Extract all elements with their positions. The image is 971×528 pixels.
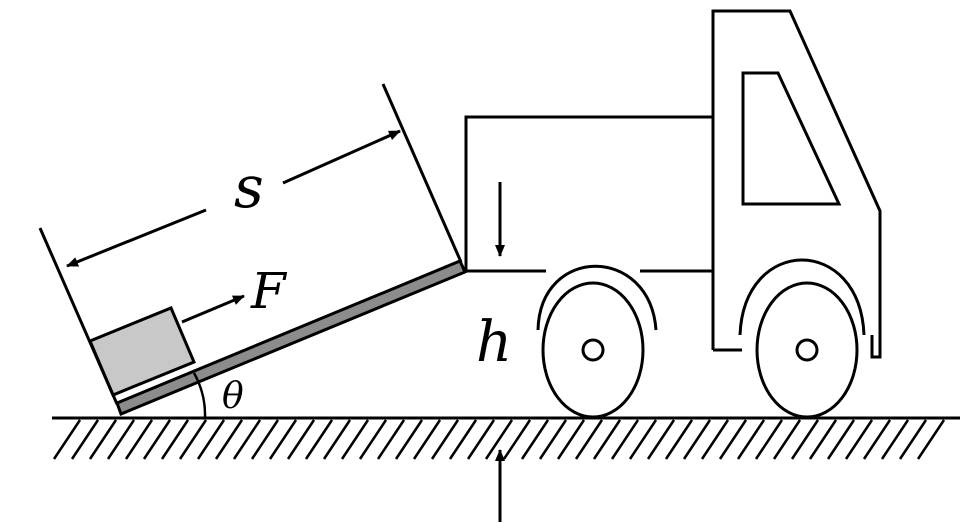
hatch-mark	[106, 419, 136, 460]
hatch-mark	[520, 419, 550, 460]
hatch-mark	[340, 419, 370, 460]
rear-fender	[738, 258, 866, 336]
hatch-mark	[628, 419, 658, 460]
distance-arrow-left	[66, 208, 207, 268]
ramp-plank	[115, 259, 468, 416]
front-fender	[536, 264, 658, 331]
hatch-mark	[592, 419, 622, 460]
hatch-mark	[286, 419, 316, 460]
ground	[52, 416, 960, 460]
hatch-mark	[178, 419, 208, 460]
distance-arrow-right	[282, 129, 401, 185]
hatch-mark	[430, 419, 460, 460]
hatch-mark	[538, 419, 568, 460]
rear-hub	[795, 338, 819, 362]
hatch-mark	[700, 419, 730, 460]
hatch-mark	[664, 419, 694, 460]
hatch-mark	[682, 419, 712, 460]
hatch-mark	[718, 419, 748, 460]
cab-window	[741, 71, 842, 206]
hatch-mark	[412, 419, 442, 460]
hatch-mark	[52, 419, 82, 460]
front-wheel	[541, 281, 645, 419]
ramp	[115, 259, 468, 416]
hatch-mark	[502, 419, 532, 460]
hatch-mark	[142, 419, 172, 460]
truck	[464, 9, 882, 419]
hatch-mark	[736, 419, 766, 460]
angle-label: θ	[222, 376, 244, 417]
distance-label: s	[234, 153, 264, 221]
height-dimension: h	[476, 182, 512, 522]
height-label: h	[476, 310, 512, 375]
hatch-mark	[124, 419, 154, 460]
hatch-mark	[772, 419, 802, 460]
front-hub	[581, 338, 605, 362]
hatch-mark	[610, 419, 640, 460]
force-arrow	[181, 294, 245, 324]
hatch-mark	[862, 419, 892, 460]
hatch-mark	[556, 419, 586, 460]
hatch-mark	[358, 419, 388, 460]
hatch-mark	[826, 419, 856, 460]
hatch-mark	[484, 419, 514, 460]
truck-cab	[711, 9, 882, 359]
hatch-mark	[214, 419, 244, 460]
hatch-mark	[790, 419, 820, 460]
hatch-mark	[844, 419, 874, 460]
angle-arc	[192, 372, 207, 419]
hatch-mark	[160, 419, 190, 460]
hatch-mark	[196, 419, 226, 460]
hatch-mark	[304, 419, 334, 460]
hatch-mark	[88, 419, 118, 460]
extension-line-left	[38, 227, 119, 405]
hatch-mark	[574, 419, 604, 460]
hatch-mark	[466, 419, 496, 460]
hatch-mark	[250, 419, 280, 460]
hatch-mark	[916, 419, 946, 460]
extension-line-right	[381, 83, 463, 263]
hatch-mark	[754, 419, 784, 460]
hatch-mark	[70, 419, 100, 460]
hatch-mark	[232, 419, 262, 460]
hatch-mark	[880, 419, 910, 460]
ground-hatching	[52, 419, 946, 460]
hatch-mark	[394, 419, 424, 460]
distance-dimension: s	[38, 83, 463, 405]
hatch-mark	[322, 419, 352, 460]
hatch-mark	[646, 419, 676, 460]
rear-wheel	[755, 281, 859, 419]
truck-bed	[464, 115, 713, 271]
hatch-mark	[898, 419, 928, 460]
hatch-mark	[808, 419, 838, 460]
hatch-mark	[376, 419, 406, 460]
hatch-mark	[268, 419, 298, 460]
force-label: F	[250, 262, 288, 320]
hatch-mark	[448, 419, 478, 460]
